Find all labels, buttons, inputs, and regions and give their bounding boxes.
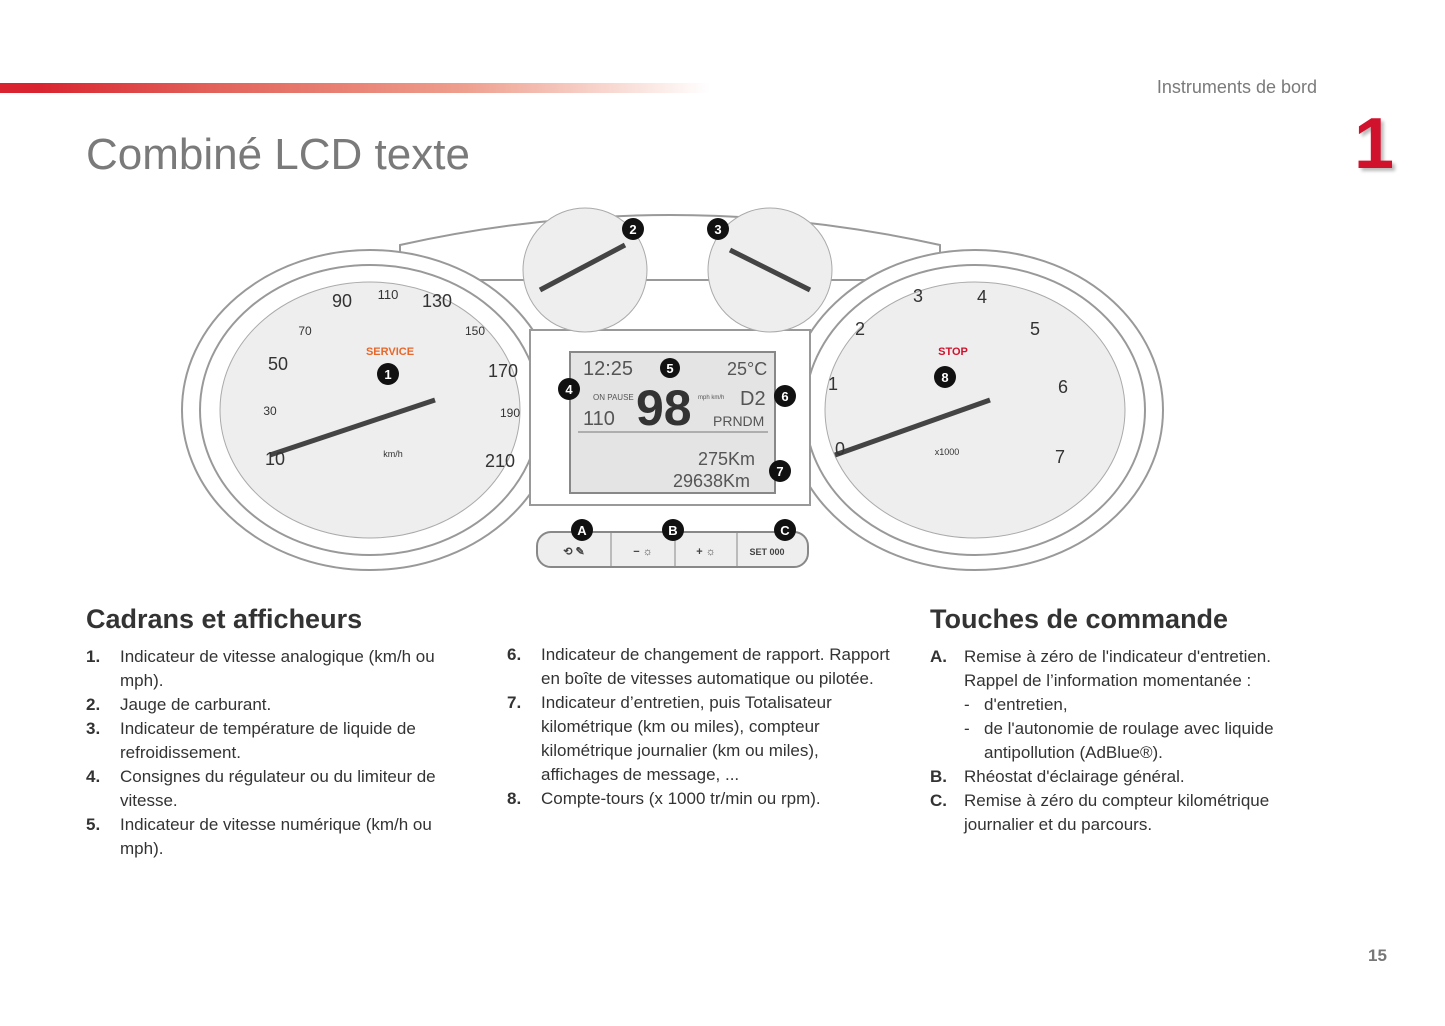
lcd-odometer: 29638Km bbox=[673, 471, 750, 491]
list-item: 8. Compte-tours (x 1000 tr/min ou rpm). bbox=[507, 787, 897, 811]
speedo-tick: 170 bbox=[488, 361, 518, 381]
lcd-speed-units: mph km/h bbox=[698, 395, 724, 401]
section-title: Instruments de bord bbox=[1156, 77, 1317, 97]
lcd-cruise-speed: 110 bbox=[583, 408, 615, 430]
list-item: 7. Indicateur d’entretien, puis Totalisat… bbox=[507, 691, 897, 787]
speedo-tick: 190 bbox=[500, 406, 520, 420]
item-text: Indicateur de vitesse analogique (km/h o… bbox=[120, 647, 435, 690]
dimmer-down-button[interactable]: − ☼ bbox=[633, 546, 653, 558]
sub-list-item: -d'entretien, bbox=[930, 693, 1310, 717]
item-text: Rhéostat d'éclairage général. bbox=[964, 767, 1185, 786]
lcd-gear: D2 bbox=[740, 388, 766, 410]
tacho-tick: 4 bbox=[977, 287, 987, 307]
lcd-trip: 275Km bbox=[698, 449, 755, 469]
item-text: Indicateur de vitesse numérique (km/h ou… bbox=[120, 815, 432, 858]
callout-7: 7 bbox=[776, 464, 783, 479]
item-number: A. bbox=[930, 647, 947, 666]
sub-list-item: -de l'autonomie de roulage avec liquide … bbox=[930, 717, 1310, 765]
list-item: 4. Consignes du régulateur ou du limiteur… bbox=[86, 765, 476, 813]
instrument-cluster-diagram: 10 30 50 70 90 110 130 150 170 190 210 k… bbox=[181, 207, 1164, 571]
section-heading: Cadrans et afficheurs bbox=[86, 604, 363, 634]
callout-b: B bbox=[668, 523, 677, 538]
item-number: B. bbox=[930, 767, 947, 786]
tacho-tick: 2 bbox=[855, 319, 865, 339]
dash: - bbox=[964, 719, 970, 738]
list-item: 6. Indicateur de changement de rapport. R… bbox=[507, 643, 897, 691]
list-item: 2. Jauge de carburant. bbox=[86, 693, 476, 717]
callout-c: C bbox=[780, 523, 790, 538]
header-accent-bar bbox=[0, 83, 710, 93]
speedo-tick: 110 bbox=[378, 287, 399, 302]
callout-a: A bbox=[577, 523, 587, 538]
item-number: 7. bbox=[507, 693, 522, 712]
item-number: 1. bbox=[86, 647, 101, 666]
callout-1: 1 bbox=[384, 367, 391, 382]
speedo-tick: 30 bbox=[263, 404, 277, 418]
item-number: 5. bbox=[86, 815, 101, 834]
speedo-tick: 70 bbox=[298, 324, 312, 338]
callout-3: 3 bbox=[714, 222, 721, 237]
item-text: de l'autonomie de roulage avec liquide a… bbox=[984, 719, 1274, 762]
list-item: C. Remise à zéro du compteur kilométrique… bbox=[930, 789, 1310, 837]
lcd-cruise-state: ON PAUSE bbox=[593, 393, 634, 402]
tacho-tick: 0 bbox=[835, 439, 845, 459]
tacho-tick: 6 bbox=[1058, 377, 1068, 397]
speedo-tick: 50 bbox=[268, 354, 288, 374]
page-number: 15 bbox=[1368, 946, 1387, 965]
item-number: C. bbox=[930, 791, 947, 810]
list-item: 5. Indicateur de vitesse numérique (km/h … bbox=[86, 813, 476, 861]
list-item: B. Rhéostat d'éclairage général. bbox=[930, 765, 1310, 789]
tacho-unit: x1000 bbox=[935, 447, 960, 457]
item-text: Remise à zéro du compteur kilométrique j… bbox=[964, 791, 1270, 834]
item-text: Indicateur de température de liquide de … bbox=[120, 719, 416, 762]
item-text: Indicateur d’entretien, puis Totalisateu… bbox=[541, 693, 832, 784]
speedo-tick: 90 bbox=[332, 291, 352, 311]
callout-8: 8 bbox=[941, 370, 948, 385]
speedo-tick: 130 bbox=[422, 291, 452, 311]
stop-label: STOP bbox=[938, 346, 968, 358]
chapter-number: 1 bbox=[1354, 104, 1395, 184]
item-text: Jauge de carburant. bbox=[120, 695, 272, 714]
list-item: 1. Indicateur de vitesse analogique (km/h… bbox=[86, 645, 476, 693]
trip-reset-button[interactable]: SET 000 bbox=[749, 547, 784, 557]
tacho-tick: 1 bbox=[828, 374, 838, 394]
item-text: Consignes du régulateur ou du limiteur d… bbox=[120, 767, 436, 810]
speed-unit: km/h bbox=[383, 449, 403, 459]
speedo-tick: 210 bbox=[485, 451, 515, 471]
tacho-tick: 5 bbox=[1030, 319, 1040, 339]
speedo-tick: 10 bbox=[265, 449, 285, 469]
column-dials-continued: 6. Indicateur de changement de rapport. R… bbox=[507, 643, 897, 811]
callouts: 1 2 3 4 5 6 7 8 A B C bbox=[377, 218, 956, 541]
item-text: Compte-tours (x 1000 tr/min ou rpm). bbox=[541, 789, 821, 808]
column-controls: Touches de commande A. Remise à zéro de l… bbox=[930, 603, 1310, 837]
reset-service-button[interactable]: ⟲ ✎ bbox=[563, 546, 585, 558]
dash: - bbox=[964, 695, 970, 714]
callout-5: 5 bbox=[666, 361, 673, 376]
item-text: d'entretien, bbox=[984, 695, 1068, 714]
item-number: 2. bbox=[86, 695, 101, 714]
item-text: Remise à zéro de l'indicateur d'entretie… bbox=[964, 647, 1271, 690]
tacho-tick: 7 bbox=[1055, 447, 1065, 467]
callout-2: 2 bbox=[629, 222, 636, 237]
column-dials: Cadrans et afficheurs 1. Indicateur de vi… bbox=[86, 603, 476, 861]
lcd-speed: 98 bbox=[636, 380, 692, 436]
item-number: 4. bbox=[86, 767, 101, 786]
item-number: 6. bbox=[507, 645, 522, 664]
lcd-temperature: 25°C bbox=[727, 359, 767, 379]
service-label: SERVICE bbox=[366, 346, 414, 358]
item-number: 8. bbox=[507, 789, 522, 808]
item-number: 3. bbox=[86, 719, 101, 738]
dimmer-up-button[interactable]: + ☼ bbox=[696, 546, 716, 558]
section-heading: Touches de commande bbox=[930, 604, 1229, 634]
speedo-tick: 150 bbox=[465, 324, 485, 338]
tacho-tick: 3 bbox=[913, 286, 923, 306]
list-item: A. Remise à zéro de l'indicateur d'entret… bbox=[930, 645, 1310, 693]
lcd-time: 12:25 bbox=[583, 358, 633, 380]
lcd-gear-strip: PRNDM bbox=[713, 413, 764, 429]
callout-6: 6 bbox=[781, 389, 788, 404]
list-item: 3. Indicateur de température de liquide d… bbox=[86, 717, 476, 765]
page-title: Combiné LCD texte bbox=[86, 130, 470, 179]
callout-4: 4 bbox=[565, 382, 573, 397]
item-text: Indicateur de changement de rapport. Rap… bbox=[541, 645, 890, 688]
